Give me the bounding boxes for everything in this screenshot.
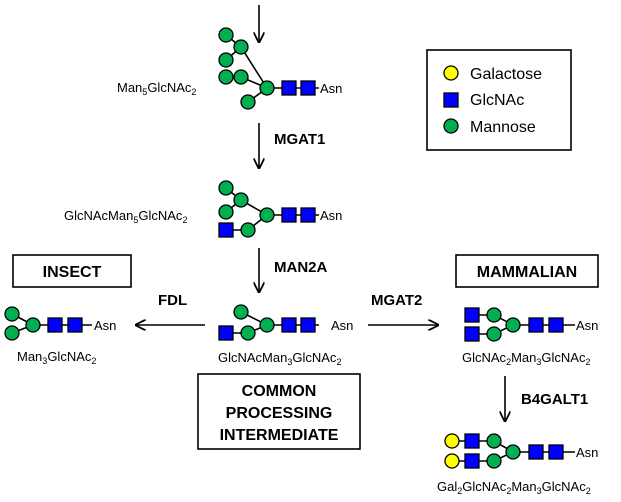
common-line2: PROCESSING <box>226 405 333 422</box>
common-line1: COMMON <box>242 383 317 400</box>
mannose-node <box>218 180 234 196</box>
mannose-node <box>218 52 234 68</box>
common-line3: INTERMEDIATE <box>220 427 339 444</box>
glcnac-node <box>300 207 316 223</box>
mannose-node <box>4 306 20 322</box>
galactose-icon <box>443 65 459 81</box>
glcnac-node <box>281 207 297 223</box>
glcnac-node <box>528 444 544 460</box>
mannose-node <box>240 94 256 110</box>
legend-glcnac: GlcNAc <box>470 92 524 109</box>
mannose-node <box>505 444 521 460</box>
glcnac-node <box>464 433 480 449</box>
asn-label: Asn <box>576 445 598 460</box>
mannose-node <box>233 69 249 85</box>
fdl-label: FDL <box>158 292 187 309</box>
asn-label: Asn <box>320 81 342 96</box>
glcnac-node <box>548 444 564 460</box>
glcnac2man3-name: GlcNAc2Man3GlcNAc2 <box>462 350 590 367</box>
glcnac-node <box>464 326 480 342</box>
glcnac-node <box>281 317 297 333</box>
glcnacman5-name: GlcNAcMan5GlcNAc2 <box>64 208 187 225</box>
galactose-node <box>444 433 460 449</box>
glcnac-node <box>218 222 234 238</box>
mannose-node <box>486 433 502 449</box>
mgat1-label: MGAT1 <box>274 131 325 148</box>
insect-box <box>12 254 132 288</box>
glcnac-node <box>281 80 297 96</box>
insect-label: INSECT <box>43 264 102 281</box>
asn-label: Asn <box>331 318 353 333</box>
glcnac-node <box>464 307 480 323</box>
glcnac-node <box>47 317 63 333</box>
glcnac-node <box>464 453 480 469</box>
mgat2-label: MGAT2 <box>371 292 422 309</box>
glcnac-node <box>67 317 83 333</box>
mannose-node <box>25 317 41 333</box>
asn-label: Asn <box>576 318 598 333</box>
common-intermediate-box <box>197 373 361 450</box>
man3-glycan: Asn <box>4 306 116 341</box>
legend-galactose: Galactose <box>470 66 542 83</box>
galactose-node <box>444 453 460 469</box>
mannose-node <box>486 326 502 342</box>
mannose-node <box>218 27 234 43</box>
gal2glcnac2man3-glycan: Asn <box>444 433 598 469</box>
mannose-node <box>218 204 234 220</box>
mannose-node <box>259 317 275 333</box>
glcnac-node <box>300 80 316 96</box>
gal2glcnac2man3-name: Gal2GlcNAc2Man3GlcNAc2 <box>437 479 591 496</box>
mannose-node <box>240 222 256 238</box>
glcnac-node <box>548 317 564 333</box>
man5-glycan: Asn <box>218 27 342 110</box>
mannose-node <box>505 317 521 333</box>
mannose-icon <box>443 118 459 134</box>
glcnacman3-glycan: Asn <box>218 304 353 341</box>
mannose-node <box>240 325 256 341</box>
b4galt1-label: B4GALT1 <box>521 391 588 408</box>
legend: Galactose GlcNAc Mannose <box>426 49 572 151</box>
mammalian-box <box>455 254 599 288</box>
man3-name: Man3GlcNAc2 <box>17 349 96 366</box>
mannose-node <box>486 307 502 323</box>
mannose-node <box>233 39 249 55</box>
mannose-node <box>486 453 502 469</box>
mannose-node <box>259 207 275 223</box>
glcnac2man3-glycan: Asn <box>464 307 598 342</box>
glcnacman5-glycan: Asn <box>218 180 342 238</box>
man5-name: Man5GlcNAc2 <box>117 80 196 97</box>
asn-label: Asn <box>94 318 116 333</box>
mannose-node <box>218 69 234 85</box>
glcnac-node <box>218 325 234 341</box>
man2a-label: MAN2A <box>274 259 328 276</box>
glcnac-icon <box>443 92 459 108</box>
asn-label: Asn <box>320 208 342 223</box>
mannose-node <box>233 192 249 208</box>
mannose-node <box>233 304 249 320</box>
legend-mannose: Mannose <box>470 119 536 136</box>
glcnac-node <box>528 317 544 333</box>
mannose-node <box>4 325 20 341</box>
glcnac-node <box>300 317 316 333</box>
mammalian-label: MAMMALIAN <box>477 264 577 281</box>
mannose-node <box>259 80 275 96</box>
glcnacman3-name: GlcNAcMan3GlcNAc2 <box>218 350 341 367</box>
